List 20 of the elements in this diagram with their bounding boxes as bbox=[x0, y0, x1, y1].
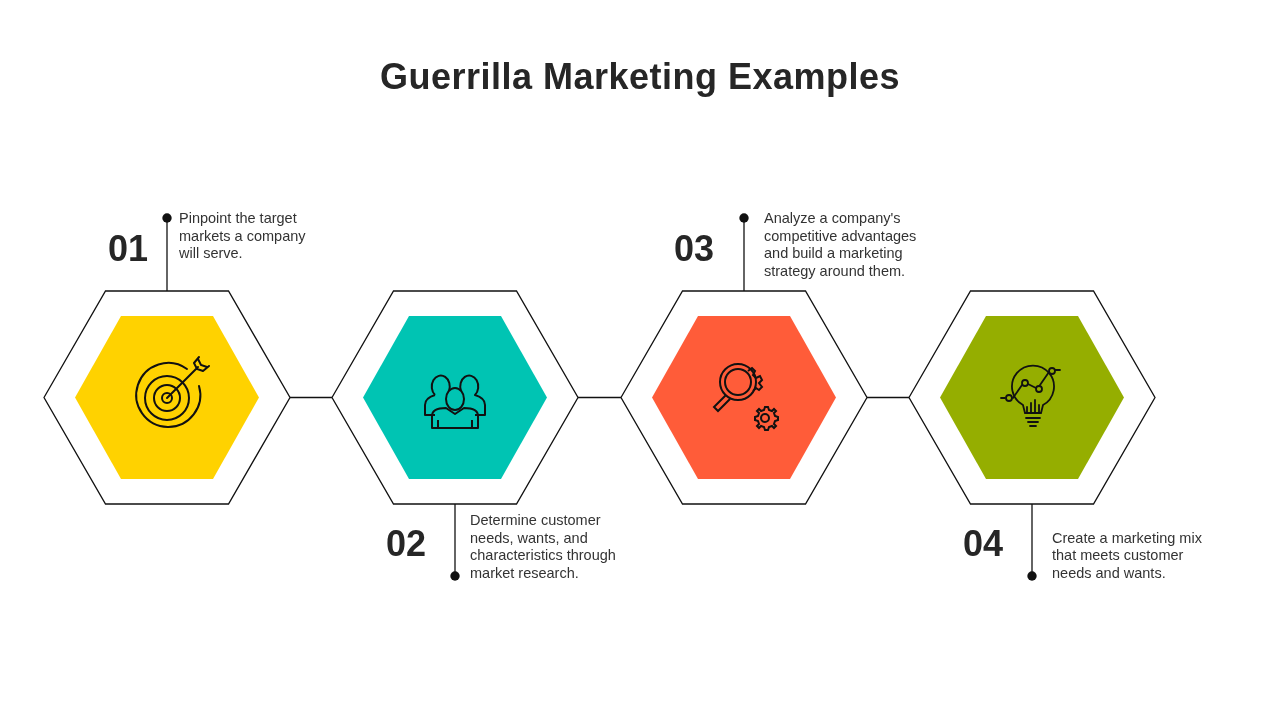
step-number: 02 bbox=[386, 524, 427, 564]
connector-line bbox=[866, 396, 910, 399]
leader-line bbox=[162, 213, 172, 292]
hexagon-frame bbox=[44, 291, 290, 504]
step-number: 01 bbox=[108, 229, 149, 269]
leader-line bbox=[450, 503, 460, 581]
title: Guerrilla Marketing Examples bbox=[378, 56, 902, 98]
step-description: Determine customer needs, wants, and characteristics through market research. bbox=[470, 512, 617, 582]
connector-line bbox=[289, 396, 333, 399]
hexagon-frame bbox=[332, 291, 578, 504]
leader-line bbox=[739, 213, 749, 292]
step-description: Create a marketing mix that meets customer needs and wants. bbox=[1052, 529, 1203, 582]
leader-line bbox=[1027, 503, 1037, 581]
hexagon-frame bbox=[621, 291, 867, 504]
step-description: Pinpoint the target markets a company will serve. bbox=[179, 210, 307, 263]
step-number: 03 bbox=[674, 229, 715, 269]
step-number: 04 bbox=[963, 524, 1004, 564]
hexagon-frame bbox=[909, 291, 1155, 504]
step-description: Analyze a company's competitive advantages and build a marketing strategy around them. bbox=[764, 210, 918, 280]
connector-line bbox=[577, 396, 622, 399]
